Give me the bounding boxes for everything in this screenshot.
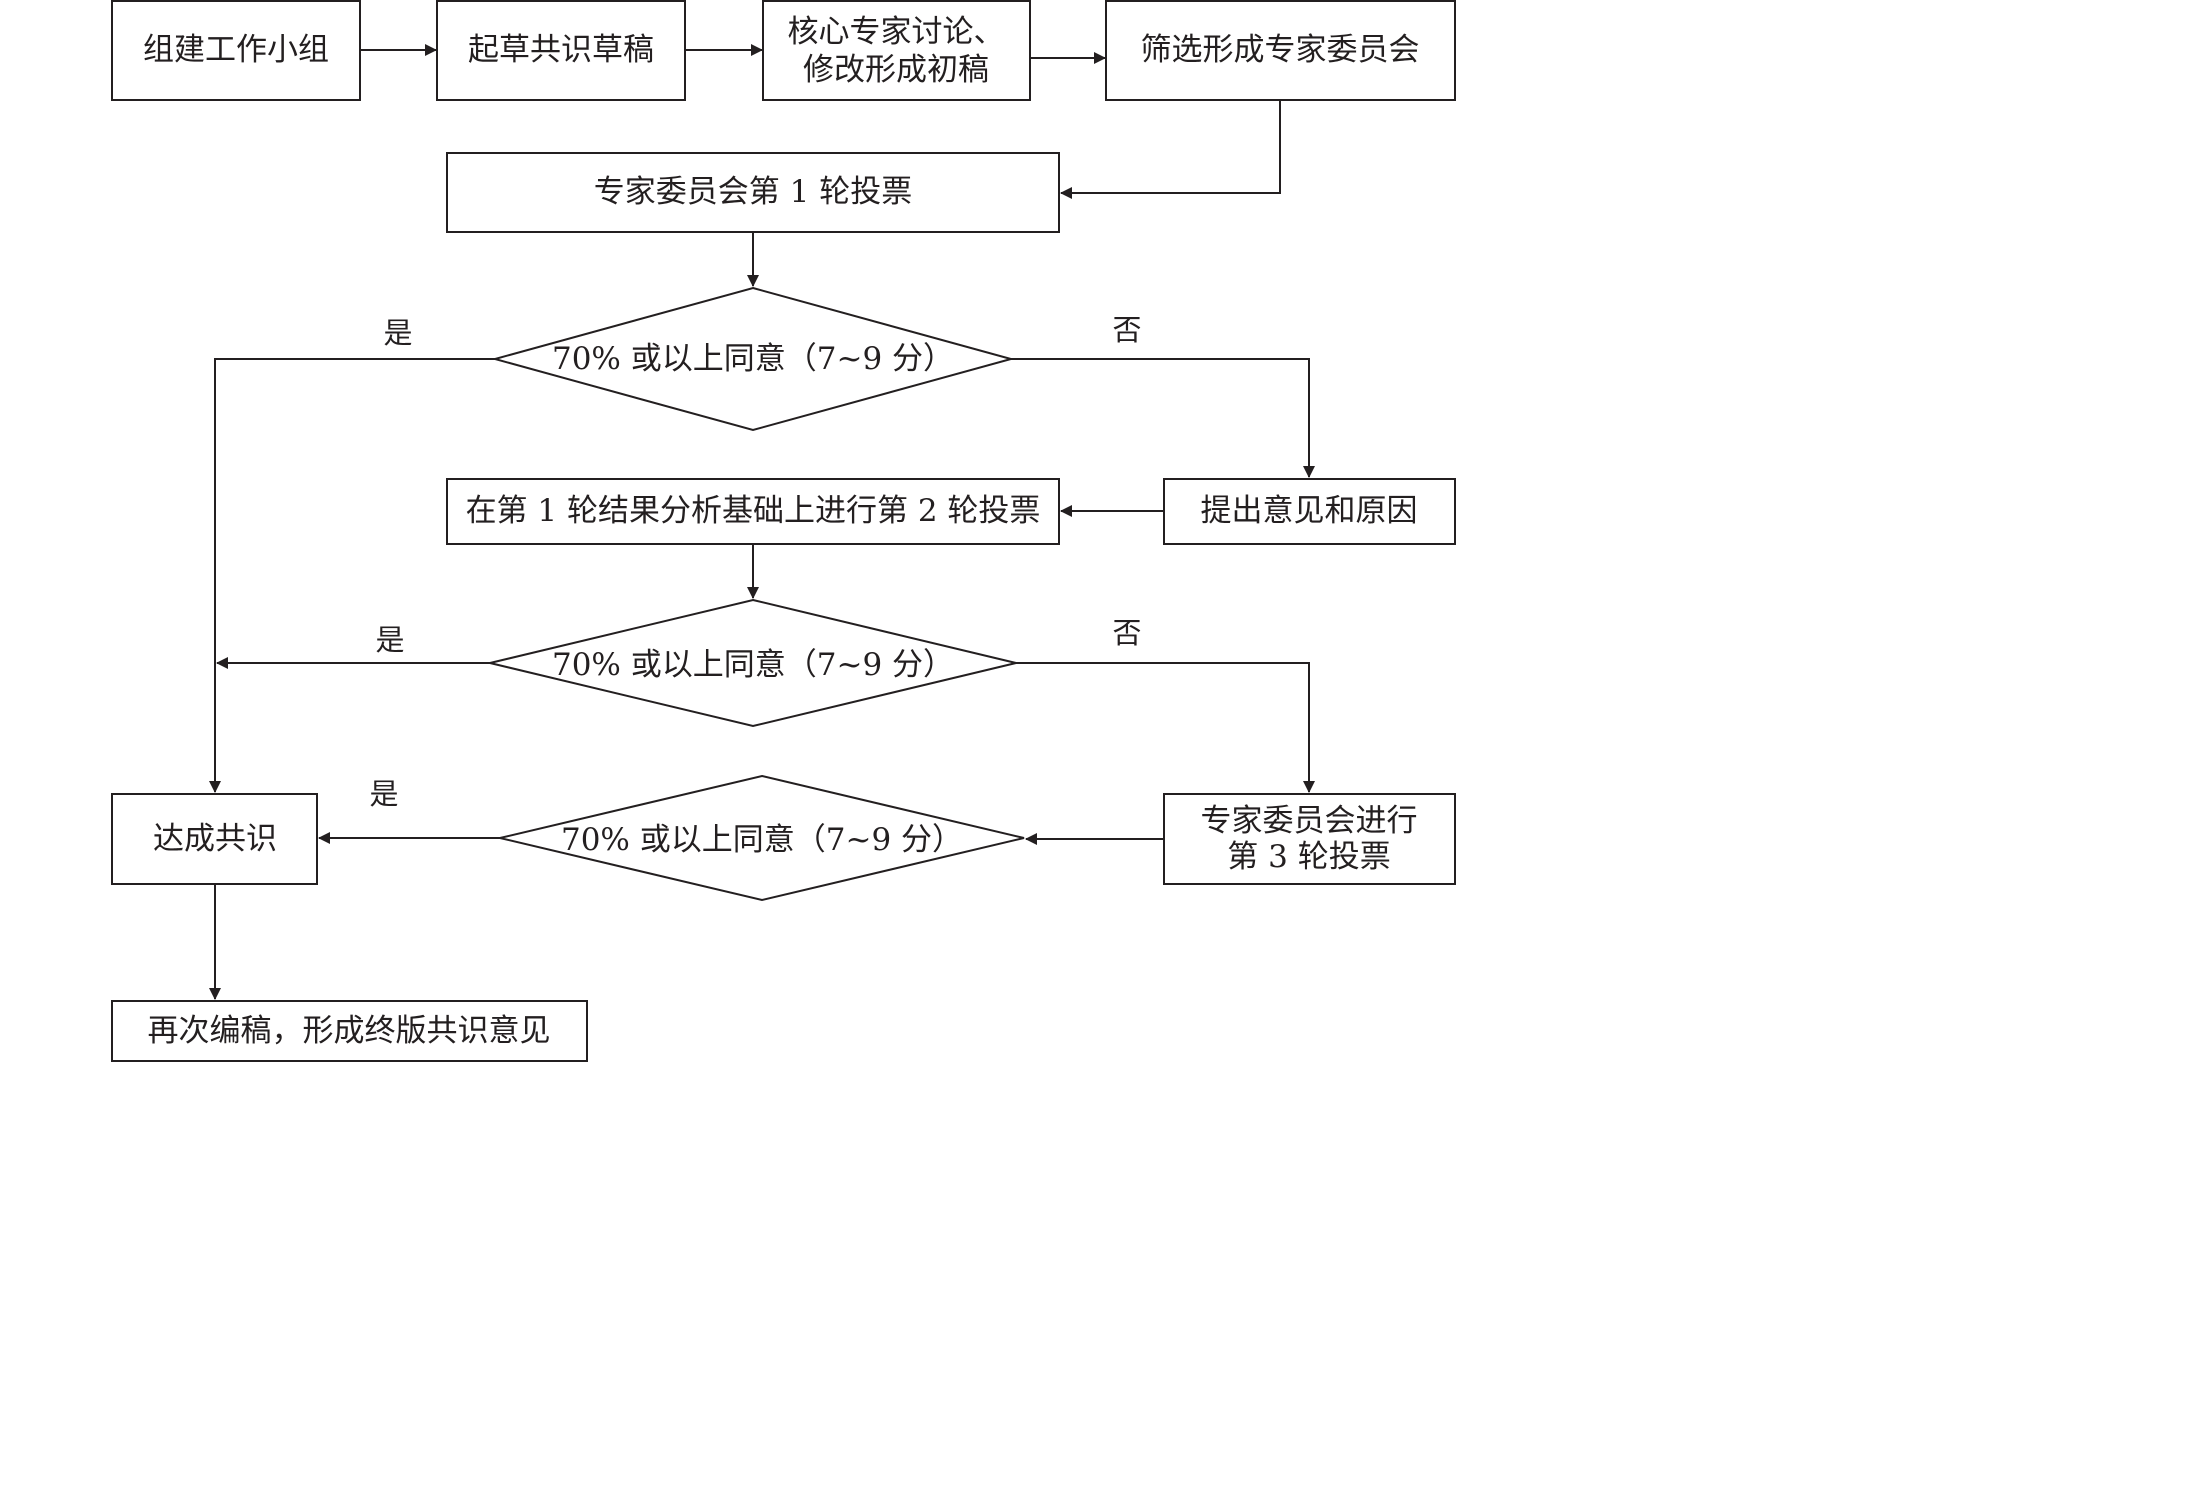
svg-text:70% 或以上同意（7~9 分）: 70% 或以上同意（7~9 分） (552, 647, 954, 683)
arrow-committee-to-round1 (1060, 101, 1281, 199)
node-form-team: 组建工作小组 (111, 0, 361, 101)
svg-text:再次编稿，形成终版共识意见: 再次编稿，形成终版共识意见 (148, 1013, 551, 1049)
svg-text:修改形成初稿: 修改形成初稿 (803, 52, 989, 88)
arrow-decision1-no (1011, 358, 1315, 478)
svg-text:筛选形成专家委员会: 筛选形成专家委员会 (1141, 32, 1420, 68)
decision-3: 70% 或以上同意（7~9 分） (499, 774, 1025, 902)
node-reasons: 提出意见和原因 (1163, 478, 1456, 545)
label-yes-2: 是 (375, 623, 404, 657)
decision-2: 70% 或以上同意（7~9 分） (489, 598, 1017, 728)
node-final: 再次编稿，形成终版共识意见 (111, 1000, 588, 1062)
svg-text:第 3 轮投票: 第 3 轮投票 (1227, 839, 1390, 875)
svg-text:专家委员会第 1 轮投票: 专家委员会第 1 轮投票 (594, 174, 912, 210)
label-yes-3: 是 (369, 777, 398, 811)
node-draft: 起草共识草稿 (436, 0, 686, 101)
node-consensus: 达成共识 (111, 793, 318, 885)
svg-text:起草共识草稿: 起草共识草稿 (468, 32, 654, 68)
svg-text:70% 或以上同意（7~9 分）: 70% 或以上同意（7~9 分） (552, 341, 954, 377)
arrow-decision2-no (1016, 662, 1315, 793)
svg-text:组建工作小组: 组建工作小组 (143, 32, 329, 68)
node-vote-round1: 专家委员会第 1 轮投票 (446, 152, 1060, 233)
node-vote-round3: 专家委员会进行 第 3 轮投票 (1163, 793, 1456, 885)
svg-text:提出意见和原因: 提出意见和原因 (1201, 493, 1418, 529)
decision-1: 70% 或以上同意（7~9 分） (491, 286, 1015, 432)
node-core-discussion: 核心专家讨论、 修改形成初稿 (762, 0, 1031, 101)
svg-text:专家委员会进行: 专家委员会进行 (1201, 803, 1418, 839)
svg-text:达成共识: 达成共识 (153, 821, 277, 857)
node-vote-round2: 在第 1 轮结果分析基础上进行第 2 轮投票 (446, 478, 1060, 545)
label-yes-1: 是 (383, 316, 412, 350)
flowchart: 组建工作小组 起草共识草稿 核心专家讨论、 修改形成初稿 筛选形成专家委员会 专… (111, 0, 1456, 1062)
arrow-decision1-yes (209, 358, 495, 793)
label-no-2: 否 (1112, 616, 1141, 650)
svg-text:核心专家讨论、: 核心专家讨论、 (788, 14, 1005, 50)
svg-text:70% 或以上同意（7~9 分）: 70% 或以上同意（7~9 分） (561, 822, 963, 858)
svg-text:在第 1 轮结果分析基础上进行第 2 轮投票: 在第 1 轮结果分析基础上进行第 2 轮投票 (466, 493, 1041, 529)
node-form-committee: 筛选形成专家委员会 (1105, 0, 1456, 101)
label-no-1: 否 (1112, 313, 1141, 347)
